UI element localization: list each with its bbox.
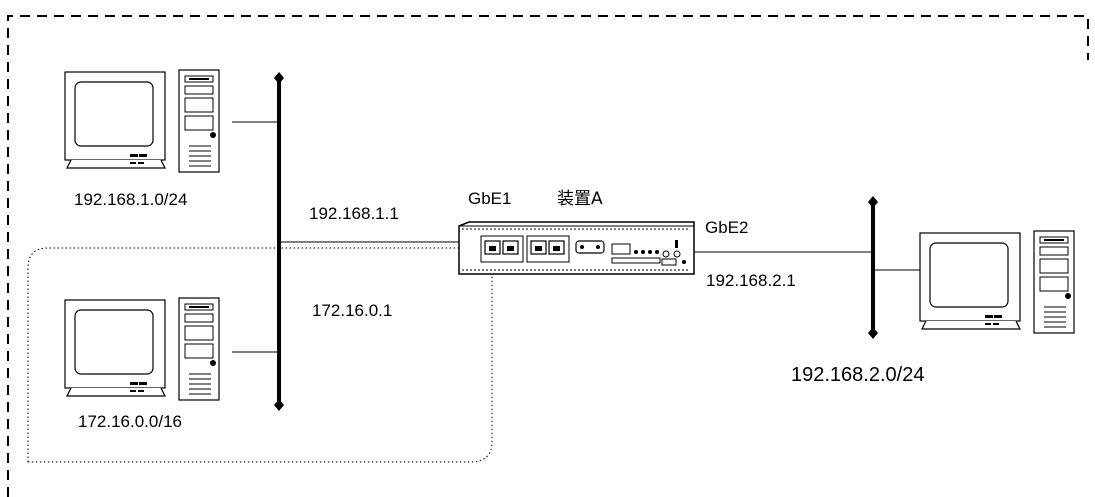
lan2-gateway-label: 192.168.2.1 xyxy=(706,271,796,291)
computer-lan-secondary xyxy=(65,298,219,400)
lan2-subnet-label: 192.168.2.0/24 xyxy=(791,363,924,387)
lan-bus-right xyxy=(868,196,878,339)
lan1-gateway-label: 192.168.1.1 xyxy=(309,204,399,224)
secondary-subnet-label: 172.16.0.0/16 xyxy=(78,412,182,432)
lan1-subnet-label: 192.168.1.0/24 xyxy=(74,190,187,210)
device-name-label: 装置A xyxy=(557,189,603,209)
router-device-a xyxy=(459,222,694,274)
computer-lan1 xyxy=(65,70,219,172)
secondary-gateway-label: 172.16.0.1 xyxy=(312,301,392,321)
port-gbe2-label: GbE2 xyxy=(705,218,748,238)
computer-lan2 xyxy=(920,231,1074,333)
port-gbe1-label: GbE1 xyxy=(468,189,511,209)
